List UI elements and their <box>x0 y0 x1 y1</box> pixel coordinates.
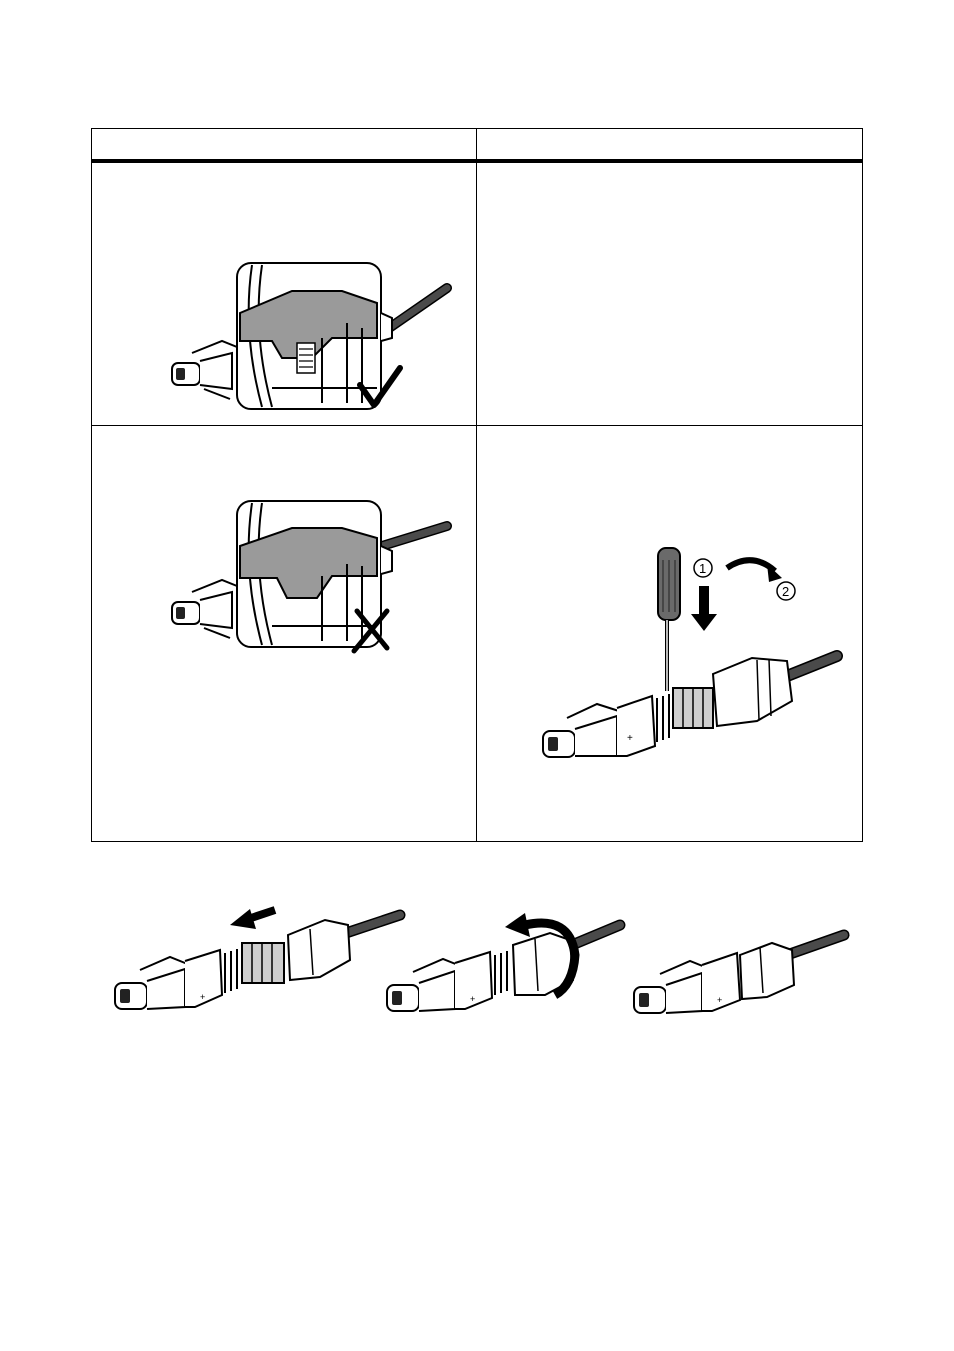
screwdriver-icon <box>657 547 681 691</box>
table-header-rule <box>91 159 863 163</box>
table-border-left <box>91 128 92 842</box>
table-border-top <box>91 128 863 129</box>
step-1-label: 1 <box>699 561 706 576</box>
table-row-2-left-cell <box>92 426 476 726</box>
table-row-1-right-cell <box>477 163 862 425</box>
arrow-down-icon <box>691 586 717 631</box>
step-2-label: 2 <box>782 584 789 599</box>
table-border-bottom <box>91 841 863 842</box>
polarity-symbol: + <box>627 733 633 744</box>
assembled-connector-illustration: + <box>633 929 850 1014</box>
instruction-table: + 1 2 <box>91 128 863 842</box>
cross-mark-icon <box>351 608 390 654</box>
table-row-divider <box>91 425 863 426</box>
rotate-arrow-icon <box>725 557 782 582</box>
table-row-1-left-cell <box>92 163 476 425</box>
polarity-symbol: + <box>470 994 475 1004</box>
table-column-divider <box>476 128 477 842</box>
check-mark-icon <box>357 365 403 408</box>
polarity-symbol: + <box>717 995 722 1005</box>
table-row-2-right-cell: + 1 2 <box>477 426 862 841</box>
table-header-cell-right <box>483 134 853 156</box>
arrow-left-icon <box>230 906 277 929</box>
connector-correct-engagement-illustration <box>171 262 452 410</box>
rotate-arrow-icon <box>505 913 580 999</box>
table-header-cell-left <box>97 134 467 156</box>
tighten-nut-illustration: + <box>386 913 626 1012</box>
screwdriver-release-illustration: + 1 2 <box>542 547 843 758</box>
slide-sleeve-illustration: + <box>114 906 406 1010</box>
polarity-symbol: + <box>200 992 205 1002</box>
assembly-sequence: + + + <box>0 880 954 1040</box>
table-border-right <box>862 128 863 842</box>
connector-incorrect-engagement-illustration <box>171 500 452 654</box>
